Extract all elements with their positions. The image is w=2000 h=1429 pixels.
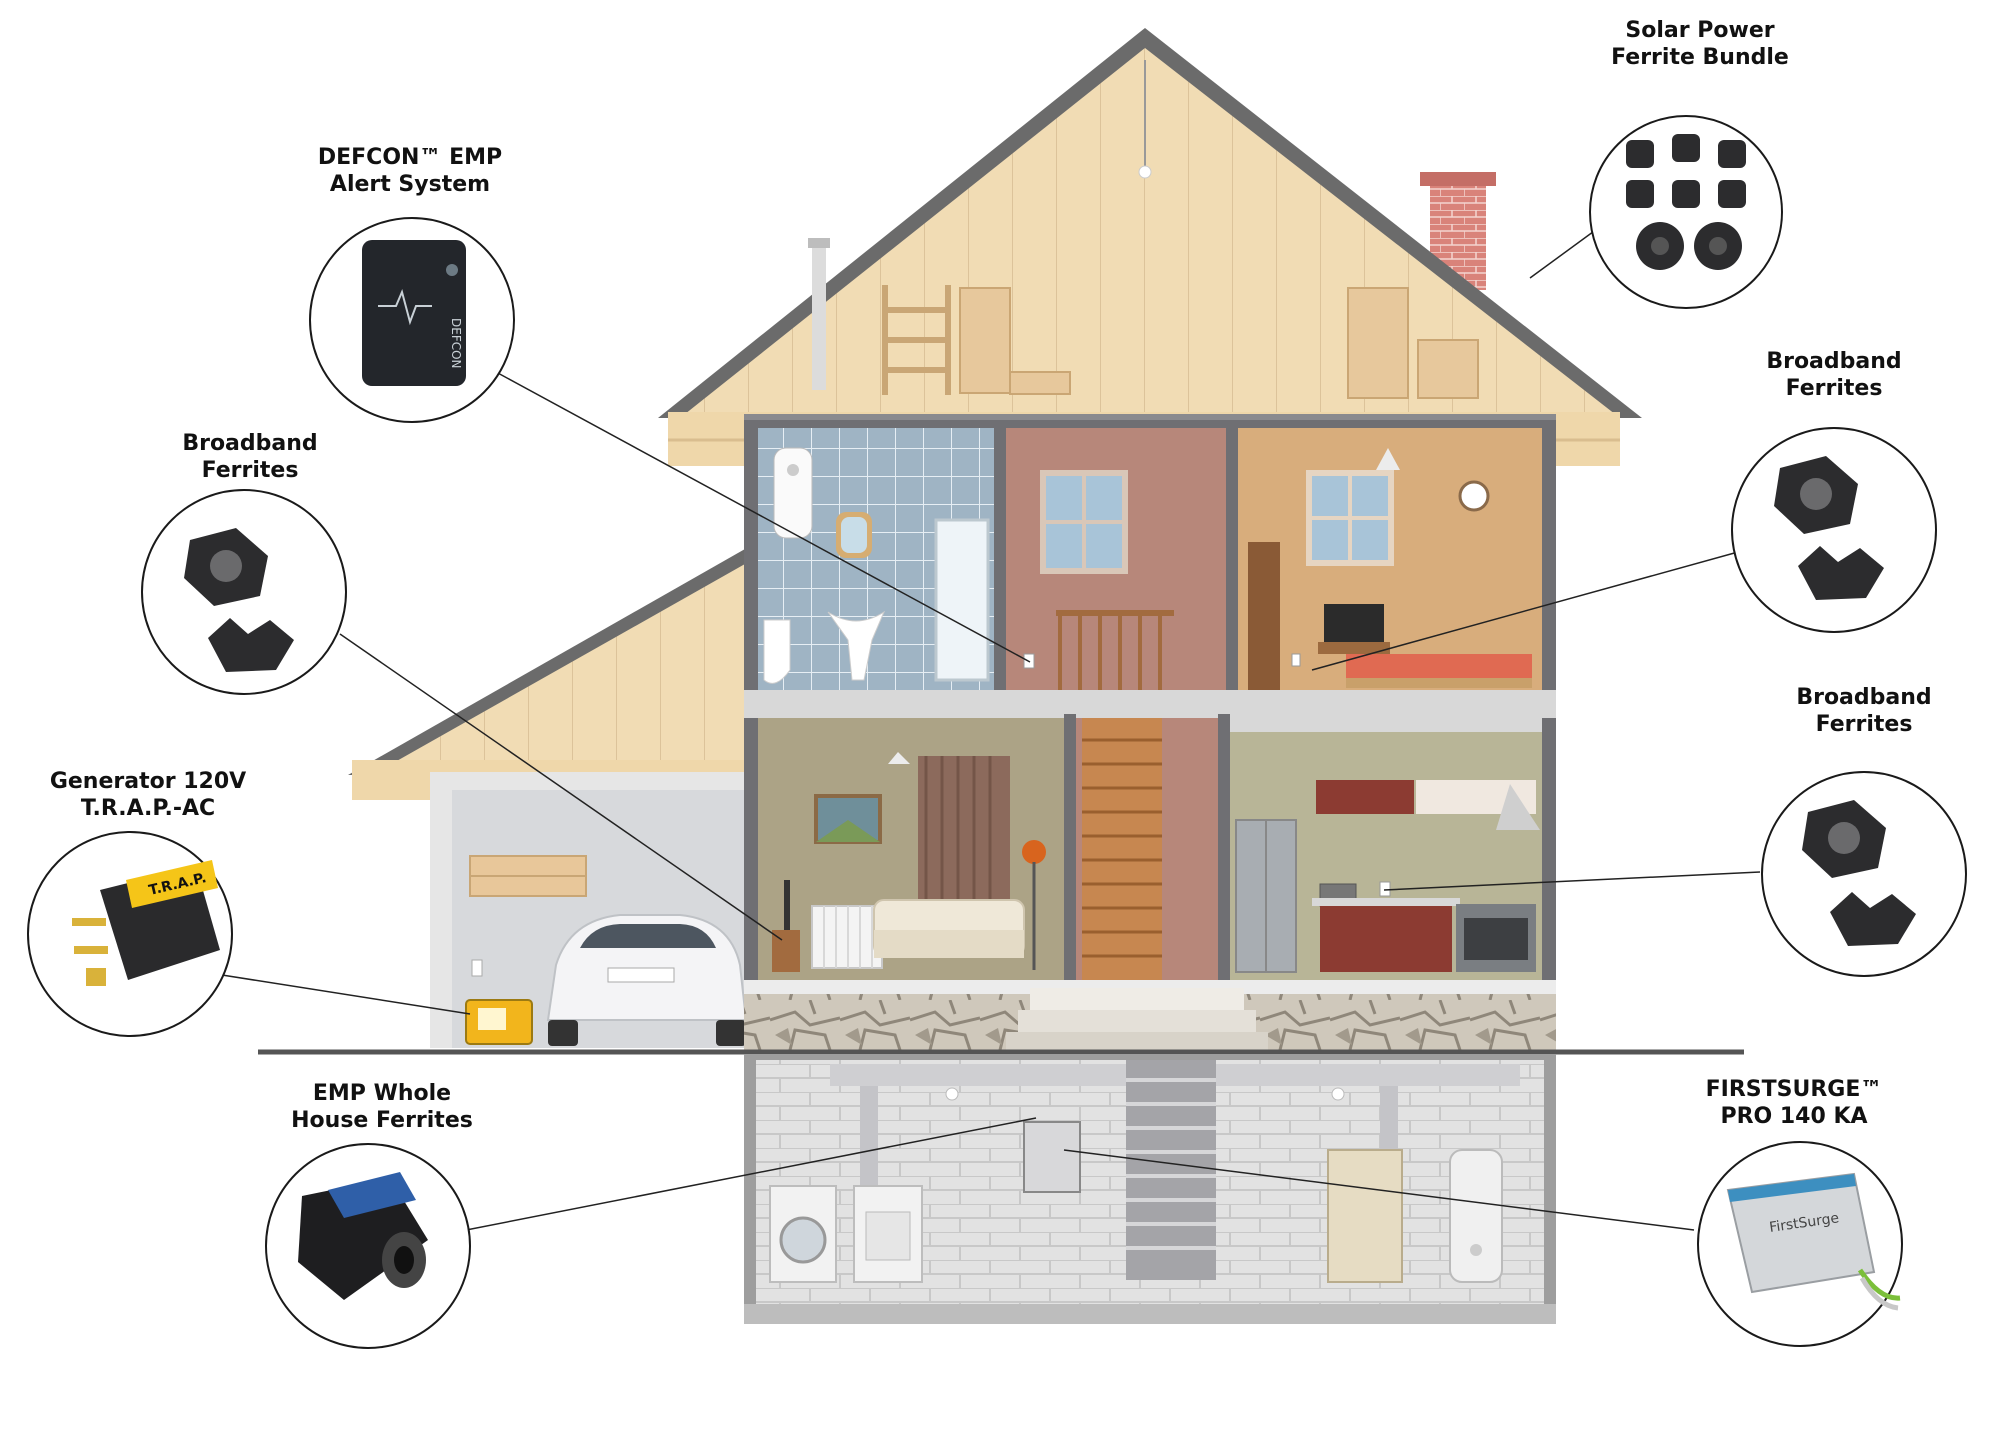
- leader-bb-left: [339, 633, 783, 941]
- leader-defcon: [495, 371, 1031, 663]
- label-emp-whole-house-ferrites: EMP Whole House Ferrites: [291, 1080, 473, 1134]
- broadband-ferrite-icon: [1774, 456, 1884, 600]
- garage: [430, 772, 748, 1048]
- label-line-1: Solar Power: [1625, 18, 1775, 43]
- attic: [658, 28, 1642, 466]
- label-firstsurge-pro-140-ka: FIRSTSURGE™ PRO 140 KA: [1706, 1076, 1883, 1130]
- room-stairwell: [1076, 718, 1218, 980]
- label-line-2: House Ferrites: [291, 1108, 473, 1133]
- callout-broadband-right-mid-circle[interactable]: [1761, 771, 1967, 977]
- label-defcon-emp-alert-system: DEFCON™ EMP Alert System: [318, 144, 502, 198]
- label-solar-power-ferrite-bundle: Solar Power Ferrite Bundle: [1611, 17, 1789, 71]
- label-line-2: Ferrite Bundle: [1611, 45, 1789, 70]
- leader-generator: [221, 974, 471, 1015]
- room-bedroom: [1238, 428, 1542, 690]
- callout-firstsurge-circle[interactable]: FirstSurge: [1697, 1141, 1903, 1347]
- trap-plug-icon: T.R.A.P.: [72, 860, 220, 986]
- room-bathroom: [758, 428, 994, 690]
- label-line-1: Broadband: [1796, 685, 1932, 710]
- ferrite-bundle-icon: [1626, 134, 1746, 270]
- label-line-1: Broadband: [182, 431, 318, 456]
- room-kitchen: [1230, 718, 1542, 980]
- callout-generator-circle[interactable]: T.R.A.P.: [27, 831, 233, 1037]
- label-generator-trap-ac: Generator 120V T.R.A.P.-AC: [50, 768, 246, 822]
- label-line-1: EMP Whole: [312, 1081, 452, 1106]
- label-line-2: Ferrites: [1815, 712, 1913, 737]
- surge-protector-icon: FirstSurge: [1726, 1172, 1901, 1311]
- broadband-ferrite-icon: [1802, 800, 1916, 946]
- leader-bb-right-mid: [1383, 871, 1761, 891]
- callout-broadband-left-circle[interactable]: [141, 489, 347, 695]
- defcon-alert-device-icon: DEFCON: [362, 240, 466, 386]
- defcon-brand-text: DEFCON: [449, 318, 463, 369]
- label-broadband-ferrites-right-mid: Broadband Ferrites: [1796, 684, 1931, 738]
- label-broadband-ferrites-left: Broadband Ferrites: [182, 430, 317, 484]
- callout-whole-house-circle[interactable]: [265, 1143, 471, 1349]
- label-line-2: PRO 140 KA: [1720, 1104, 1868, 1129]
- whole-house-ferrite-icon: [298, 1172, 428, 1300]
- callout-defcon-circle[interactable]: DEFCON: [309, 217, 515, 423]
- room-upper-hall: [1006, 428, 1226, 690]
- label-line-1: FIRSTSURGE™: [1705, 1077, 1883, 1102]
- garage-roof: [348, 545, 760, 800]
- leader-firstsurge: [1063, 1149, 1695, 1231]
- label-line-2: Ferrites: [201, 458, 299, 483]
- floor-slab-upper: [744, 690, 1556, 718]
- label-line-1: Broadband: [1766, 349, 1902, 374]
- leader-lines: [221, 217, 1761, 1233]
- label-line-2: Alert System: [329, 172, 491, 197]
- callout-broadband-right-top-circle[interactable]: [1731, 427, 1937, 633]
- car: [546, 914, 748, 1046]
- broadband-ferrite-icon: [184, 528, 294, 672]
- leader-bb-right-top: [1311, 551, 1739, 671]
- label-broadband-ferrites-right-top: Broadband Ferrites: [1766, 348, 1901, 402]
- label-line-1: DEFCON™ EMP: [317, 145, 503, 170]
- leader-whole-house: [455, 1117, 1037, 1233]
- label-line-1: Generator 120V: [49, 769, 247, 794]
- stone-foundation: [744, 980, 1556, 1052]
- room-living: [758, 718, 1064, 980]
- basement: [744, 1054, 1556, 1324]
- label-line-2: T.R.A.P.-AC: [80, 796, 216, 821]
- label-line-2: Ferrites: [1785, 376, 1883, 401]
- callout-solar-circle[interactable]: [1589, 115, 1783, 309]
